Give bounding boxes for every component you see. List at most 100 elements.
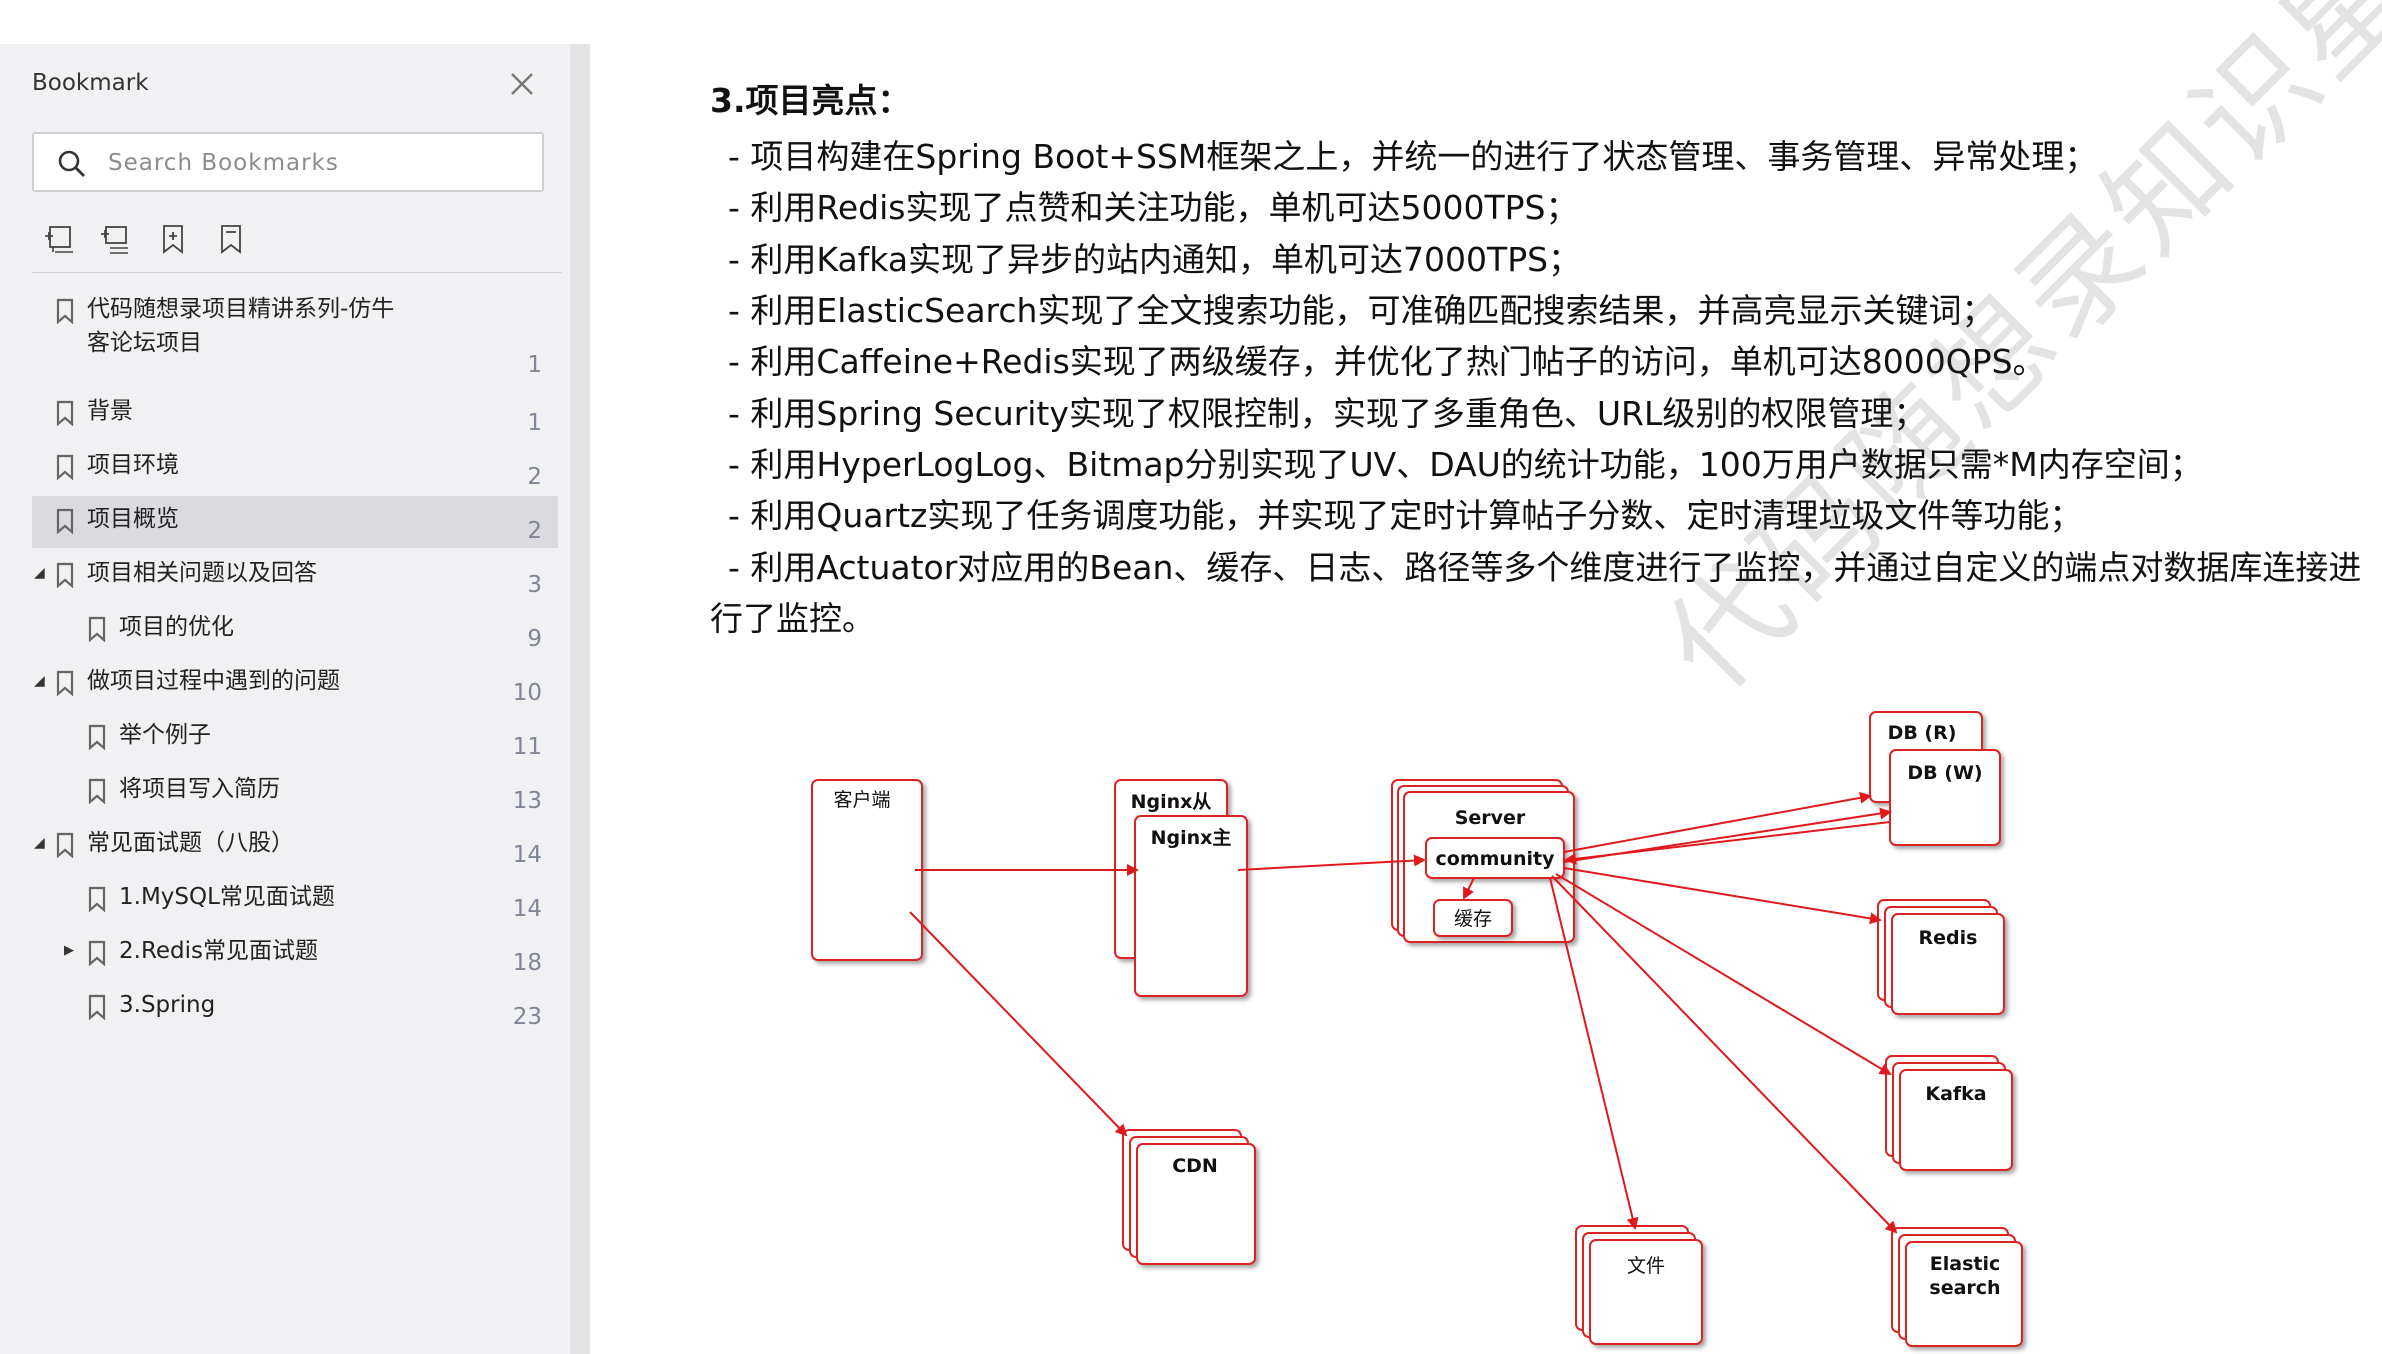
bookmark-item[interactable]: 背景 1	[32, 388, 558, 440]
cdn-label: CDN	[1172, 1155, 1218, 1177]
nginx-node: Nginx从 Nginx主	[1114, 779, 1248, 997]
elastic-label-1: Elastic	[1930, 1253, 2000, 1275]
caret-down-icon[interactable]: ◢	[34, 673, 45, 689]
bookmark-icon	[56, 298, 74, 324]
bookmark-item[interactable]: 项目概览 2	[32, 496, 558, 548]
caret-right-icon[interactable]: ▶	[64, 943, 74, 958]
arrow-nginx-community	[1237, 854, 1426, 871]
bookmark-item[interactable]: ▶ 2.Redis常见面试题 18	[32, 928, 558, 980]
bookmark-icon	[56, 454, 74, 480]
bookmark-label: 代码随想录项目精讲系列-仿牛客论坛项目	[87, 296, 395, 356]
arrow-community-elastic	[1551, 875, 1898, 1234]
bookmark-page-number: 3	[527, 572, 542, 598]
server-node: Server community 缓存	[1391, 779, 1575, 943]
bookmark-icon	[56, 670, 74, 696]
bookmark-label: 做项目过程中遇到的问题	[87, 668, 340, 694]
document-page: 3.项目亮点： - 项目构建在Spring Boot+SSM框架之上，并统一的进…	[590, 0, 2382, 1354]
bookmark-item[interactable]: 1.MySQL常见面试题 14	[32, 874, 558, 926]
bookmark-page-number: 1	[527, 410, 542, 436]
bookmark-label: 举个例子	[119, 722, 211, 748]
text-line: - 利用Kafka实现了异步的站内通知，单机可达7000TPS；	[728, 240, 1582, 279]
text-line: - 利用HyperLogLog、Bitmap分别实现了UV、DAU的统计功能，1…	[728, 445, 2203, 484]
kafka-label: Kafka	[1925, 1083, 1986, 1105]
bookmark-label: 常见面试题（八股）	[87, 830, 294, 856]
kafka-node: Kafka	[1885, 1055, 2013, 1171]
search-box[interactable]	[32, 132, 544, 192]
bookmark-item[interactable]: ◢ 做项目过程中遇到的问题 10	[32, 658, 558, 710]
file-node: 文件	[1575, 1225, 1703, 1345]
bookmark-icon	[88, 616, 106, 642]
bookmark-icon	[88, 724, 106, 750]
bookmark-icon	[56, 832, 74, 858]
bookmark-page-number: 9	[527, 626, 542, 652]
bookmark-label: 项目概览	[87, 506, 179, 532]
panel-splitter[interactable]	[570, 44, 590, 1354]
add-child-bookmark-icon[interactable]	[98, 222, 132, 256]
bookmark-label: 1.MySQL常见面试题	[119, 884, 335, 910]
bookmark-page-number: 13	[512, 788, 542, 814]
bookmark-icon	[88, 940, 106, 966]
arrow-community-db	[1563, 807, 1892, 863]
cache-label: 缓存	[1454, 908, 1492, 930]
bookmark-label: 3.Spring	[119, 992, 216, 1018]
nginx-slave-label: Nginx从	[1131, 791, 1212, 813]
caret-down-icon[interactable]: ◢	[34, 565, 45, 581]
arrow-community-file	[1549, 877, 1639, 1230]
bookmark-plus-icon[interactable]	[156, 222, 190, 256]
community-label: community	[1436, 848, 1556, 870]
bookmark-item[interactable]: ◢ 常见面试题（八股） 14	[32, 820, 558, 872]
text-line: - 利用ElasticSearch实现了全文搜索功能，可准确匹配搜索结果，并高亮…	[728, 291, 1995, 330]
file-label: 文件	[1627, 1255, 1665, 1277]
bookmark-label: 背景	[87, 398, 133, 424]
bookmark-item[interactable]: ◢ 项目相关问题以及回答 3	[32, 550, 558, 602]
bookmark-page-number: 2	[527, 518, 542, 544]
text-line: 行了监控。	[710, 599, 875, 638]
bookmark-label: 项目环境	[87, 452, 179, 478]
bookmark-item[interactable]: 举个例子 11	[32, 712, 558, 764]
redis-node: Redis	[1877, 899, 2005, 1015]
architecture-diagram: 客户端 Nginx从 Nginx主 Server community 缓存 CD…	[811, 711, 2023, 1347]
bookmark-label: 2.Redis常见面试题	[119, 938, 319, 964]
bookmark-page-number: 10	[512, 680, 542, 706]
text-line: - 利用Caffeine+Redis实现了两级缓存，并优化了热门帖子的访问，单机…	[728, 342, 2046, 381]
panel-title: Bookmark	[32, 70, 149, 96]
text-line: - 利用Spring Security实现了权限控制，实现了多重角色、URL级别…	[728, 394, 1927, 433]
redis-label: Redis	[1919, 927, 1978, 949]
arrow-community-cache	[1463, 877, 1475, 900]
arrow-community-kafka	[1555, 873, 1892, 1076]
search-icon	[58, 150, 85, 177]
bookmark-page-number: 18	[512, 950, 542, 976]
bookmark-item[interactable]: 项目的优化 9	[32, 604, 558, 656]
text-line: - 利用Redis实现了点赞和关注功能，单机可达5000TPS；	[728, 188, 1579, 227]
cdn-node: CDN	[1122, 1129, 1256, 1265]
caret-down-icon[interactable]: ◢	[34, 835, 45, 851]
server-label: Server	[1455, 807, 1526, 829]
elastic-label-2: search	[1929, 1277, 2000, 1299]
bookmark-icon	[56, 562, 74, 588]
arrow-community-redis	[1563, 867, 1882, 925]
bookmark-icon	[56, 508, 74, 534]
bookmark-icon	[56, 400, 74, 426]
bookmark-outline-icon[interactable]	[214, 222, 248, 256]
close-icon[interactable]	[504, 66, 540, 102]
bookmark-icon	[88, 778, 106, 804]
bookmark-label: 项目的优化	[119, 614, 234, 640]
bookmark-icon	[88, 886, 106, 912]
nginx-master-label: Nginx主	[1151, 827, 1232, 849]
bookmark-label: 项目相关问题以及回答	[87, 560, 317, 586]
text-line: - 项目构建在Spring Boot+SSM框架之上，并统一的进行了状态管理、事…	[728, 137, 2098, 176]
bookmark-page-number: 14	[512, 842, 542, 868]
bookmark-page-number: 11	[512, 734, 542, 760]
db-node: DB (R) DB (W)	[1869, 711, 2001, 846]
text-line: - 利用Actuator对应用的Bean、缓存、日志、路径等多个维度进行了监控，…	[728, 548, 2362, 587]
arrow-client-cdn	[909, 911, 1128, 1137]
client-node: 客户端	[811, 779, 923, 961]
bookmark-page-number: 14	[512, 896, 542, 922]
add-bookmark-icon[interactable]	[42, 222, 76, 256]
search-input[interactable]	[106, 144, 530, 182]
db-read-label: DB (R)	[1888, 722, 1957, 744]
